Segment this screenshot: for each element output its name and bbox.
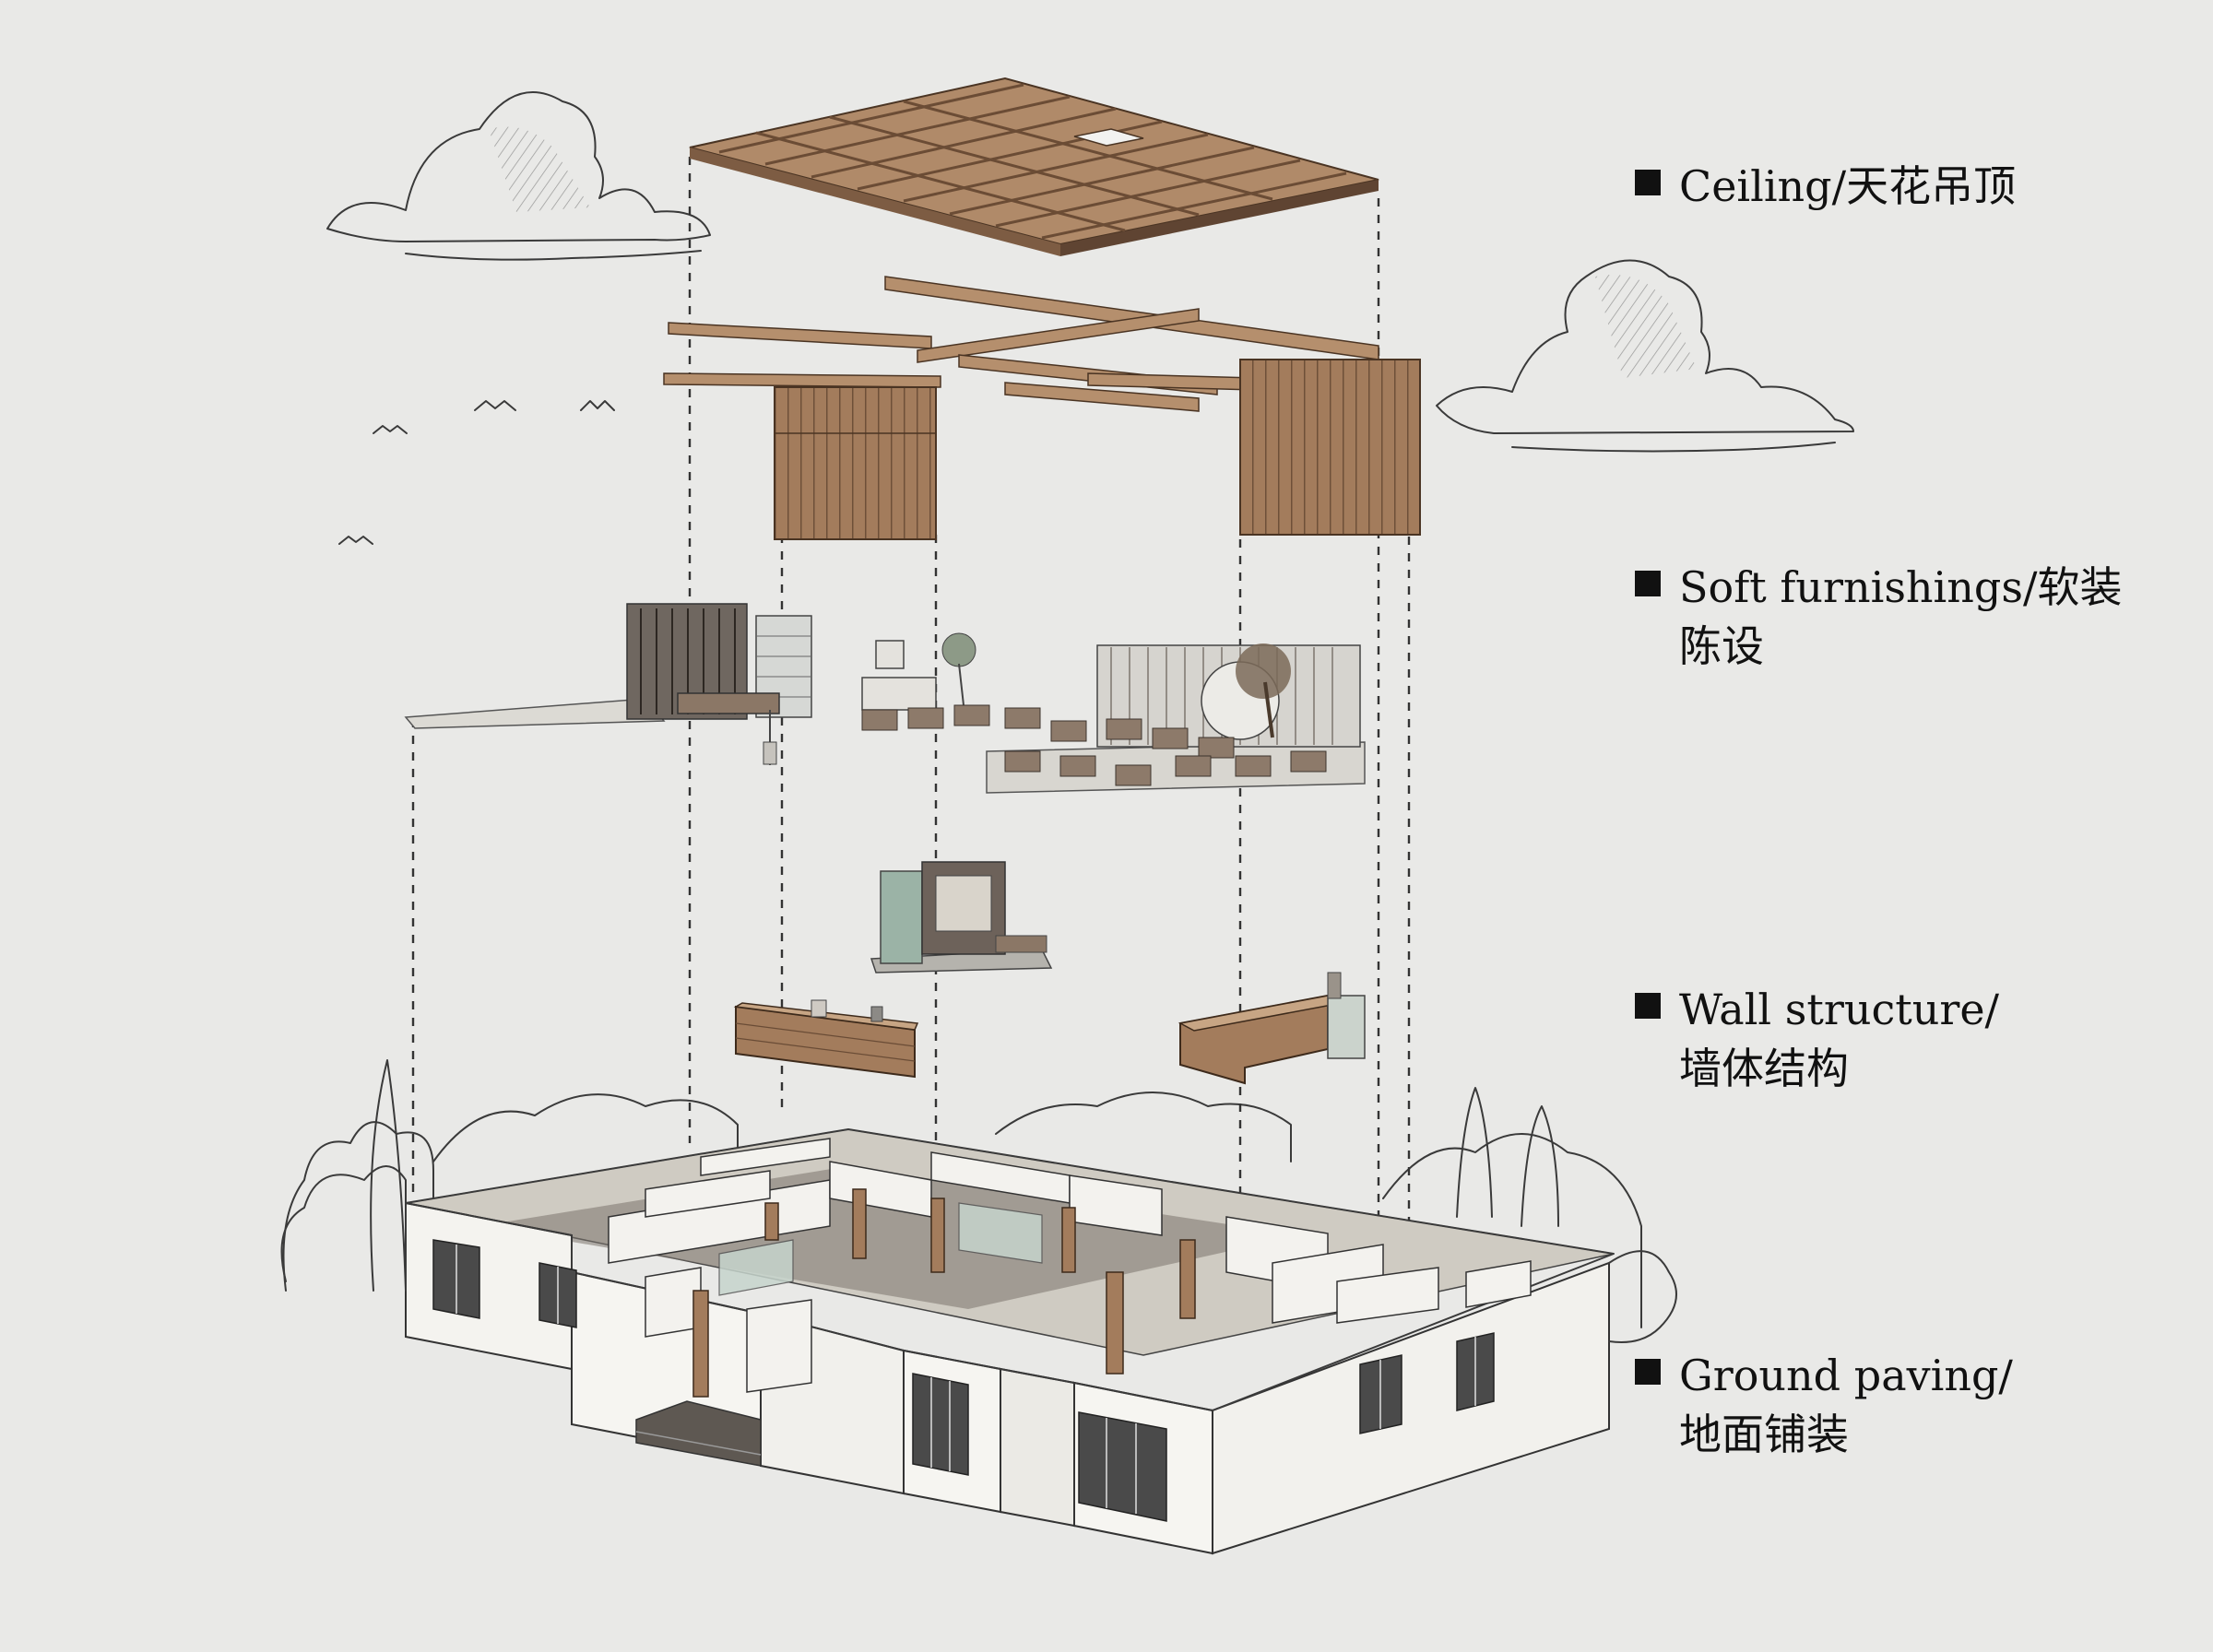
label-wall-structure-line1: Wall structure/	[1679, 985, 2000, 1034]
bullet-square	[1635, 993, 1661, 1019]
label-ground-paving-line1: Ground paving/	[1679, 1351, 2013, 1400]
slat-screen-left	[774, 386, 937, 540]
ceiling-grid	[689, 77, 1379, 256]
counter-right	[1178, 972, 1366, 1085]
tree-line	[282, 1059, 1642, 1328]
bullet-square	[1635, 1359, 1661, 1385]
label-wall-structure: Wall structure/ 墙体结构	[1635, 980, 1999, 1098]
slat-screen-right	[1239, 359, 1421, 536]
counter-left	[733, 999, 919, 1079]
label-ceiling: Ceiling/天花吊顶	[1635, 157, 2016, 216]
birds	[338, 400, 615, 545]
feature-wall-unit	[870, 861, 1053, 974]
soft-furnishings-layer	[404, 603, 1366, 794]
label-ground-paving: Ground paving/ 地面铺装	[1635, 1346, 2013, 1464]
label-wall-structure-line2: 墙体结构	[1679, 1044, 1849, 1093]
cloud-left	[326, 91, 711, 261]
label-soft-furnishings-line2: 陈设	[1679, 621, 1764, 671]
bullet-square	[1635, 170, 1661, 195]
cloud-right	[1436, 259, 1854, 453]
label-ground-paving-line2: 地面铺装	[1679, 1410, 1849, 1459]
bushes-right	[1608, 1250, 1677, 1343]
bullet-square	[1635, 571, 1661, 596]
label-soft-furnishings-line1: Soft furnishings/软装	[1679, 562, 2123, 612]
label-ceiling-line1: Ceiling/天花吊顶	[1679, 161, 2017, 211]
label-soft-furnishings: Soft furnishings/软装 陈设	[1635, 558, 2122, 676]
bushes-left	[280, 1165, 407, 1292]
ground-floor-building	[405, 1128, 1615, 1555]
